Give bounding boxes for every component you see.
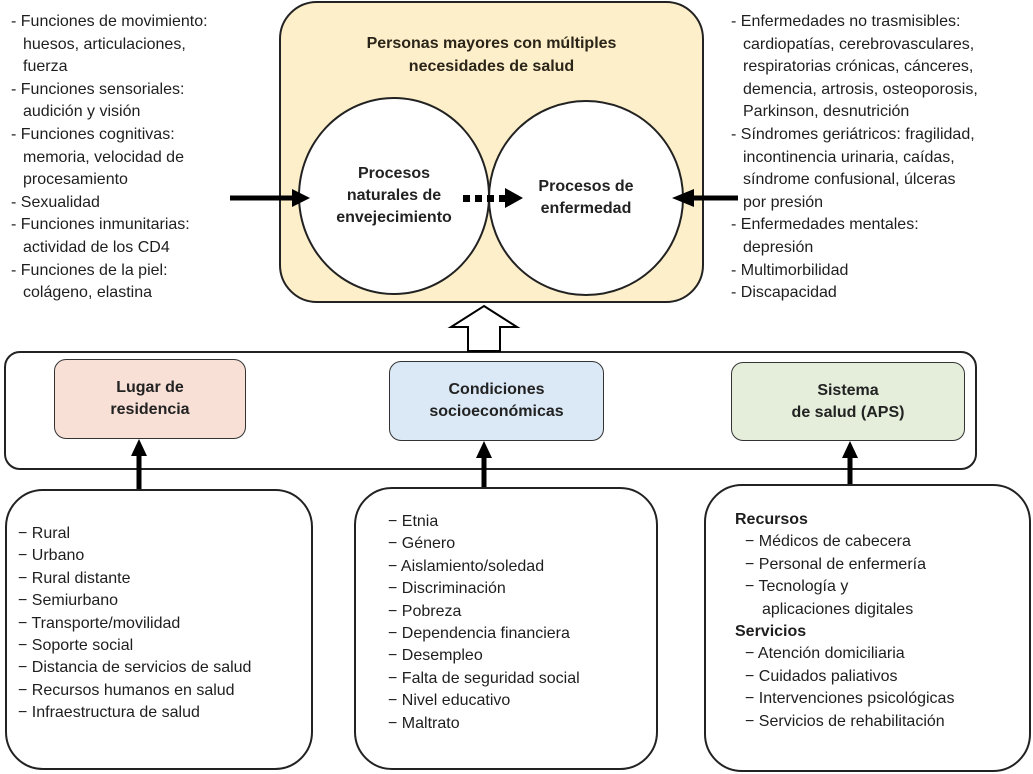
diseases-list: - Enfermedades no trasmisibles: cardiopa… [731,11,978,305]
place-of-residence-box: Lugar de residencia [54,359,246,439]
list-item: − Recursos humanos en salud [18,681,235,699]
list-item-continuation: respiratorias crónicas, cánceres, [743,58,974,76]
list-item: - Funciones sensoriales: [11,80,185,98]
list-item-continuation: huesos, articulaciones, [23,35,186,53]
factor-label-line: Lugar de [116,379,184,396]
title-line: necesidades de salud [408,58,575,75]
list-item: − Pobreza [388,602,462,620]
services-heading: Servicios [735,623,807,641]
factor-label-line: Sistema [817,381,879,399]
list-item: − Intervenciones psicológicas [745,690,955,708]
hollow-up-arrow-icon [447,304,521,352]
list-item: − Rural distante [18,569,131,587]
list-item: - Multimorbilidad [731,261,849,279]
list-item-continuation: actividad de los CD4 [23,238,170,256]
list-item: − Cuidados paliativos [745,667,898,685]
list-item-continuation: depresión [743,238,814,256]
list-item: − Discriminación [388,580,506,598]
dotted-arrow-icon [463,188,523,208]
list-item: - Enfermedades mentales: [731,216,919,234]
circle-label-line: enfermedad [540,200,632,217]
circle-label-line: Procesos [357,165,431,182]
aging-functions-list: - Funciones de movimiento: huesos, artic… [11,11,208,305]
list-item: − Personal de enfermería [745,555,926,573]
list-item: - Sexualidad [11,193,100,211]
socioeconomic-details-list: − Etnia − Género − Aislamiento/soledad −… [388,511,580,735]
list-item: - Funciones inmunitarias: [11,216,190,234]
arrow-right-icon [230,189,310,207]
list-item: − Distancia de servicios de salud [18,659,252,677]
list-item: - Síndromes geriátricos: fragilidad, [731,125,975,143]
residence-details-list: − Rural − Urbano − Rural distante − Semi… [18,523,251,725]
arrow-up-icon [842,441,858,484]
factor-label-line: Condiciones [448,381,545,398]
factor-label-line: residencia [110,401,190,418]
list-item: - Funciones de la piel: [11,261,168,279]
list-item-continuation: memoria, velocidad de [23,148,184,166]
residence-details-box [5,489,313,770]
list-item: − Atención domiciliaria [745,645,905,663]
list-item: - Funciones cognitivas: [11,125,175,143]
factor-label-line: de salud (APS) [791,403,905,421]
list-item-continuation: aplicaciones digitales [762,600,914,618]
list-item: − Semiurbano [18,592,119,610]
list-item: − Médicos de cabecera [745,533,911,551]
list-item: − Tecnología y [745,578,849,596]
list-item: − Servicios de rehabilitación [745,712,945,730]
list-item-continuation: cardiopatías, cerebrovasculares, [743,35,975,53]
list-item-continuation: Parkinson, desnutrición [743,103,910,121]
arrow-left-icon [672,189,738,207]
list-item: − Dependencia financiera [388,625,570,643]
arrow-up-icon [131,439,147,489]
health-system-details-list: Recursos − Médicos de cabecera − Persona… [735,509,954,733]
health-system-details-box [704,484,1031,772]
socioeconomic-details-box [354,487,658,770]
list-item: − Rural [18,525,71,542]
list-item: - Discapacidad [731,284,837,302]
list-item-continuation: audición y visión [23,103,141,121]
circle-label-line: naturales de [346,187,442,204]
list-item: - Funciones de movimiento: [11,13,208,30]
list-item: − Desempleo [388,647,483,665]
list-item: − Falta de seguridad social [388,669,580,687]
circle-label-line: Procesos de [538,178,634,195]
older-people-needs-title: Personas mayores con múltiples necesidad… [279,32,704,78]
list-item-continuation: procesamiento [23,171,128,189]
resources-heading: Recursos [735,511,808,528]
list-item: − Soporte social [18,637,134,655]
list-item: − Infraestructura de salud [18,704,200,722]
circle-label-line: envejecimiento [336,209,452,226]
factor-label-line: socioeconómicas [429,403,564,420]
arrow-up-icon [476,441,492,487]
socioeconomic-conditions-box: Condiciones socioeconómicas [389,361,604,441]
title-line: Personas mayores con múltiples [366,35,617,52]
list-item-continuation: síndrome confusional, úlceras [743,171,956,189]
list-item: − Etnia [388,513,439,530]
natural-aging-circle: Procesos naturales de envejecimiento [298,97,490,295]
list-item-continuation: colágeno, elastina [23,284,152,302]
list-item: − Aislamiento/soledad [388,557,545,575]
list-item: − Transporte/movilidad [18,614,181,632]
list-item: − Género [388,535,456,553]
list-item-continuation: incontinencia urinaria, caídas, [743,148,955,166]
list-item-continuation: por presión [743,193,824,211]
list-item-continuation: demencia, artrosis, osteoporosis, [743,80,978,98]
list-item: - Enfermedades no trasmisibles: [731,13,961,30]
list-item: − Nivel educativo [388,692,511,710]
list-item-continuation: fuerza [23,58,68,76]
list-item: − Maltrato [388,714,460,732]
health-system-box: Sistema de salud (APS) [731,362,965,441]
list-item: − Urbano [18,547,85,565]
